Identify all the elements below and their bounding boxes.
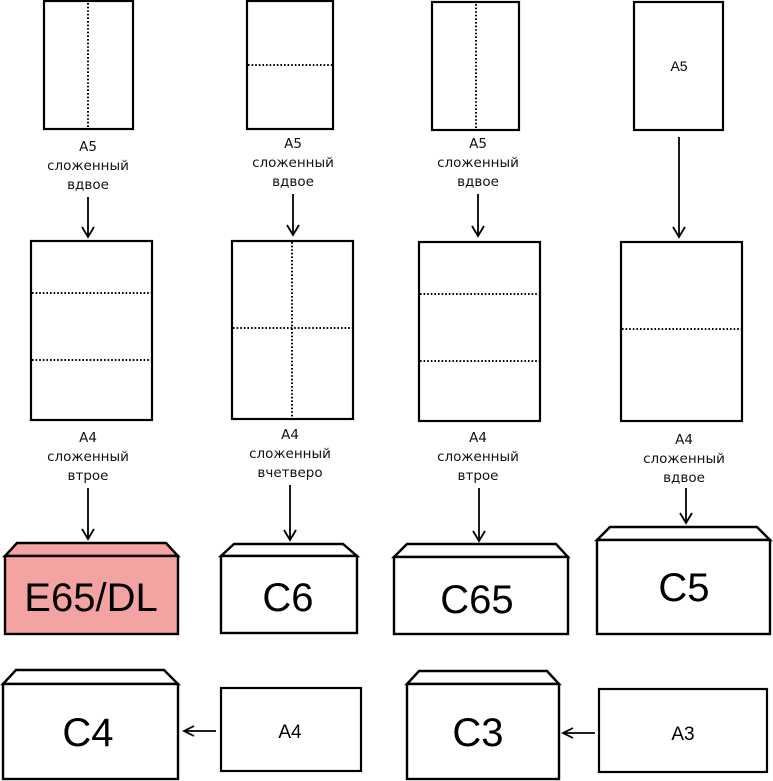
arrow-down-icon bbox=[81, 488, 95, 541]
caption-line: A4 bbox=[281, 427, 299, 443]
caption-line: вдвое bbox=[663, 470, 705, 486]
column-3: A5 сложенный вдвое A4 сложенный втрое C6… bbox=[391, 0, 571, 636]
caption-line: вдвое bbox=[67, 177, 109, 193]
caption-line: сложенный bbox=[47, 158, 129, 174]
envelope-c6: C6 bbox=[217, 542, 361, 635]
envelope-c3: C3 bbox=[404, 669, 562, 781]
caption-line: A5 bbox=[79, 139, 97, 155]
caption-line: сложенный bbox=[47, 449, 129, 465]
envelope-c5: C5 bbox=[594, 525, 773, 636]
caption-line: сложенный bbox=[249, 446, 331, 462]
caption-line: A4 bbox=[79, 430, 97, 446]
arrow-down-icon bbox=[679, 488, 693, 525]
envelope-label: C65 bbox=[440, 578, 513, 622]
caption-line: втрое bbox=[68, 468, 109, 484]
envelope-label: C4 bbox=[62, 711, 113, 755]
envelope-e65-dl: E65/DL bbox=[2, 541, 181, 636]
caption-line: A4 bbox=[469, 430, 487, 446]
a4-sheet-3 bbox=[417, 240, 542, 423]
caption-line: сложенный bbox=[252, 155, 334, 171]
arrow-down-icon bbox=[81, 197, 95, 239]
envelope-label: C5 bbox=[658, 566, 709, 610]
caption-line: вдвое bbox=[457, 174, 499, 190]
arrow-down-icon bbox=[471, 194, 485, 238]
bottom-pair-1: C4 A4 bbox=[0, 668, 363, 781]
arrow-left-icon bbox=[181, 725, 216, 737]
bottom-pair-2: C3 A3 bbox=[404, 669, 769, 781]
caption-line: сложенный bbox=[437, 155, 519, 171]
caption-line: втрое bbox=[458, 468, 499, 484]
caption-line: A5 bbox=[284, 136, 302, 152]
caption-line: сложенный bbox=[437, 449, 519, 465]
arrow-down-icon bbox=[283, 485, 297, 542]
caption-line: сложенный bbox=[643, 451, 725, 467]
caption-line: вдвое bbox=[272, 174, 314, 190]
envelope-label: C6 bbox=[262, 576, 313, 620]
column-2: A5 сложенный вдвое A4 сложенный вчетверо… bbox=[217, 0, 361, 635]
envelope-label: E65/DL bbox=[24, 576, 157, 620]
arrow-down-icon bbox=[472, 488, 486, 543]
a5-sheet-2 bbox=[245, 0, 335, 131]
envelope-c65: C65 bbox=[391, 542, 571, 636]
sheet-label: A5 bbox=[670, 58, 687, 74]
envelope-label: C3 bbox=[452, 711, 503, 755]
a3-sheet-flat bbox=[597, 687, 769, 774]
a4-sheet-1 bbox=[29, 239, 154, 422]
column-1: A5 сложенный вдвое A4 сложенный втрое E6… bbox=[2, 0, 181, 636]
caption-line: A5 bbox=[469, 136, 487, 152]
a4-sheet-4 bbox=[619, 240, 744, 423]
arrow-down-icon bbox=[672, 137, 686, 239]
sheet-label: A4 bbox=[278, 722, 302, 743]
a5-sheet-4 bbox=[632, 0, 725, 132]
caption-line: A4 bbox=[675, 432, 693, 448]
caption-line: вчетверо bbox=[257, 465, 322, 481]
column-4: A5 A4 сложенный вдвое C5 bbox=[594, 0, 773, 636]
arrow-left-icon bbox=[560, 727, 595, 739]
arrow-down-icon bbox=[286, 194, 300, 237]
sheet-label: A3 bbox=[671, 724, 694, 745]
a4-sheet-flat bbox=[219, 686, 363, 773]
envelope-c4: C4 bbox=[0, 668, 181, 781]
